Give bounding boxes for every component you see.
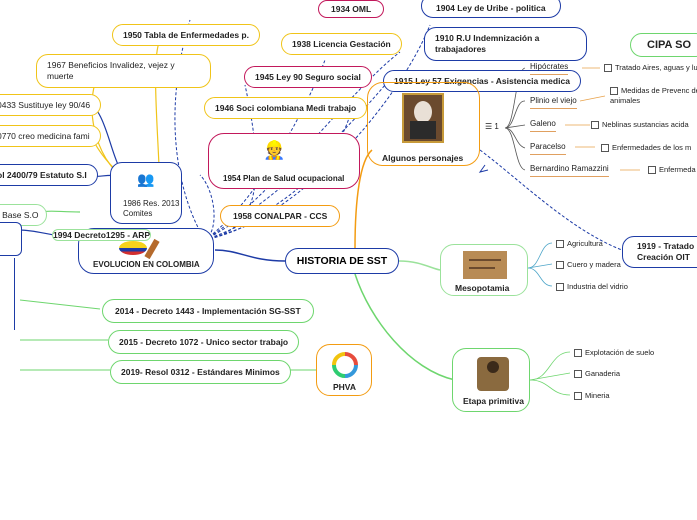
note-galeno: Neblinas sustancias acida [591, 120, 689, 130]
checkbox-icon[interactable] [574, 370, 582, 379]
node-2015[interactable]: 2015 - Decreto 1072 - Unico sector traba… [108, 330, 300, 354]
node-1950[interactable]: 1950 Tabla de Enfermedades p. [112, 24, 260, 46]
checkbox-icon[interactable] [601, 144, 609, 153]
node-cut-box[interactable] [0, 222, 22, 256]
cycle-icon [332, 352, 358, 378]
node-phva[interactable]: PHVA [316, 344, 372, 396]
node-personajes[interactable]: Algunos personajes [367, 82, 480, 166]
person-paracelso[interactable]: Paracelso [530, 142, 566, 155]
checkbox-icon[interactable] [574, 349, 582, 358]
prim-item-mineria: Mineria [574, 391, 610, 401]
checkbox-icon[interactable] [604, 64, 612, 73]
node-base-so[interactable]: 4 Base S.O [0, 204, 48, 226]
node-1945[interactable]: 1945 Ley 90 Seguro social [244, 66, 372, 88]
meso-item-cuero: Cuero y madera [556, 260, 621, 270]
node-cipa[interactable]: CIPA SO [630, 33, 697, 57]
node-cut-connector [0, 258, 15, 330]
person-hipocrates[interactable]: Hipócrates [530, 62, 569, 75]
note-paracelso: Enfermedades de los m [601, 143, 691, 153]
node-1904[interactable]: 1904 Ley de Uribe - politica [421, 0, 561, 18]
node-0770[interactable]: 0770 creo medicina fami [0, 125, 101, 147]
node-1958[interactable]: 1958 CONALPAR - CCS [220, 205, 341, 227]
node-1915[interactable]: 1915 Ley 57 Exigencias - Asistencia medi… [383, 70, 581, 92]
portrait-icon [402, 93, 444, 143]
caveman-icon [477, 357, 509, 391]
node-1954[interactable]: 👷 1954 Plan de Salud ocupacional [208, 133, 360, 189]
list-icon: ☰ [485, 122, 493, 131]
note-hipocrates: Tratado Aires, aguas y lu [604, 63, 697, 73]
node-1986[interactable]: 👥 1986 Res. 2013 Comites [110, 162, 182, 224]
note-plinio: Medidas de Prevenc de animales [610, 86, 697, 105]
node-0433[interactable]: 0433 Sustituye ley 90/46 [0, 94, 102, 116]
node-1919[interactable]: 1919 - Tratado Creación OIT [622, 236, 697, 268]
checkbox-icon[interactable] [556, 283, 564, 292]
node-primitiva[interactable]: Etapa primitiva [452, 348, 530, 412]
meso-item-agricultura: Agricultura [556, 239, 603, 249]
checkbox-icon[interactable] [556, 261, 564, 270]
checkbox-icon[interactable] [591, 121, 599, 130]
colombia-flag-icon [119, 241, 147, 255]
person-plinio[interactable]: Plinio el viejo [530, 96, 577, 109]
people-group-icon: 👥 [137, 171, 155, 187]
node-1946[interactable]: 1946 Soci colombiana Medi trabajo [204, 97, 368, 119]
node-2019[interactable]: 2019- Resol 0312 - Estándares Minimos [110, 360, 291, 384]
node-1934[interactable]: 1934 OML [318, 0, 385, 18]
checkbox-icon[interactable] [556, 240, 564, 249]
node-1938[interactable]: 1938 Licencia Gestación [281, 33, 402, 55]
person-ramazzini[interactable]: Bernardino Ramazzini [530, 164, 609, 177]
personajes-count: ☰ 1 [485, 122, 499, 131]
person-galeno[interactable]: Galeno [530, 119, 556, 132]
central-topic[interactable]: HISTORIA DE SST [285, 248, 399, 274]
checkbox-icon[interactable] [610, 87, 618, 96]
prim-item-ganaderia: Ganaderia [574, 369, 620, 379]
node-1967[interactable]: 1967 Beneficios Invalidez, vejez y muert… [36, 54, 211, 88]
node-mesopotamia[interactable]: Mesopotamia [440, 244, 528, 296]
tablet-icon [463, 251, 507, 279]
node-1994[interactable]: 1994 Decreto1295 - ARP [52, 229, 152, 241]
note-ramazzini: Enfermeda [648, 165, 696, 175]
checkbox-icon[interactable] [648, 166, 656, 175]
checkbox-icon[interactable] [574, 392, 582, 401]
workers-icon: 👷 [263, 140, 286, 160]
node-2400[interactable]: ol 2400/79 Estatuto S.I [0, 164, 98, 186]
node-2014[interactable]: 2014 - Decreto 1443 - Implementación SG-… [102, 299, 314, 323]
node-1910[interactable]: 1910 R.U Indemnización a trabajadores [424, 27, 587, 61]
meso-item-vidrio: Industria del vidrio [556, 282, 628, 292]
prim-item-explotacion: Explotación de suelo [574, 348, 654, 358]
